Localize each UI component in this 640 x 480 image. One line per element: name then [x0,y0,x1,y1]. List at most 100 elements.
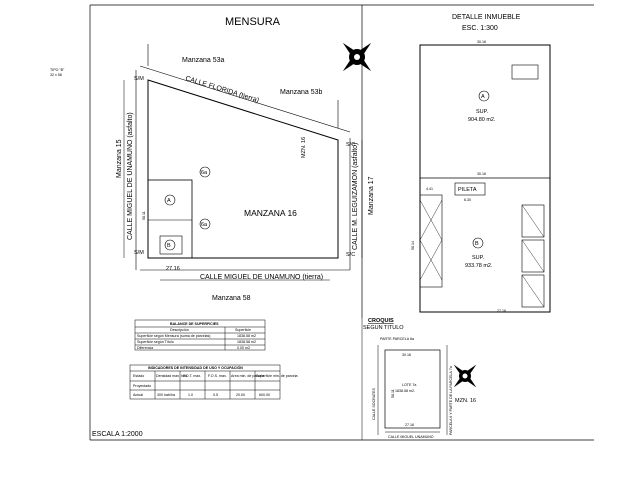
ind-r2-c0: Actual [133,393,143,397]
florida-edge [139,65,351,133]
block-58-label: Manzana 58 [212,295,251,302]
balance-r1-val: 1838.58 m2 [237,334,256,338]
indicators-title: INDICADORES DE INTENSIDAD DE USO Y OCUPA… [148,365,243,370]
street-unamuno-left: CALLE MIGUEL DE UNAMUNO (asfalto) [127,112,134,240]
block-16-label: MANZANA 16 [244,208,297,218]
hatch-r1 [521,204,545,238]
hatch-3 [419,199,443,241]
north-arrow-icon [342,42,372,72]
dim-27-16: 27.16 [166,266,180,272]
croquis-lote: LOTE 7a [402,383,416,387]
balance-head-desc: Descripción [170,328,189,332]
pileta-dims: 6.30 [464,198,471,202]
dim-58-14-detail: 58.14 [411,241,415,250]
hatch-r2 [521,239,545,273]
block-16-outline [147,79,339,259]
croquis-street-left: CALLE SOCRATES [372,388,376,420]
detail-parcel-b-circle [472,237,484,249]
balance-r3-desc: Diferencia [137,346,153,350]
parcel-a-circle [164,194,176,206]
dim-30-16-top: 30.16 [477,40,486,44]
parcel-b-building [159,235,183,255]
parcel-b-label: B [167,243,171,249]
street-unamuno-bottom: CALLE MIGUEL DE UNAMUNO (tierra) [200,274,323,281]
parcel-6a-label-top: 6a [201,170,208,176]
dim-4-41: 4.41 [426,187,433,191]
detail-title: DETALLE INMUEBLE [452,14,521,21]
indicators-table [129,364,281,400]
page-title: MENSURA [225,16,281,28]
croquis-street-bottom: CALLE MIGUEL UNAMUNO [388,435,434,439]
marker-sc-bottom: S/C [346,252,355,258]
ind-h4: Area min. de parcela [231,374,264,378]
parcel-a-outline [147,179,193,259]
hatched-right-2 [521,239,545,273]
ind-h1: Densidad max. hab. [156,374,188,378]
ind-r2-c2: 1.0 [188,393,193,397]
ind-r2-c3: 0.5 [213,393,218,397]
street-leguizamon: CALLE M. LEGUIZAMON (asfalto) [352,143,359,250]
ind-h2: F.O.T. max. [183,374,201,378]
parcel-6a-label-bottom: 6a [201,222,208,228]
croquis-title: CROQUIS [368,318,394,324]
hatch-r3 [521,274,545,308]
croquis-subtitle: SEGUN TITULO [363,325,404,331]
detail-parcel-a-circle [478,90,490,102]
ind-r1-c0: Proyectado [133,384,151,388]
mzn-18-label: MZN. 16 [301,137,307,158]
detail-area-b: 933.78 m2. [465,263,493,269]
block-53a-label: Manzana 53a [182,57,225,64]
ind-h0: Estado [133,374,144,378]
detail-sup-b: SUP. [472,255,485,261]
balance-r1-desc: Superficie según Mensura (suma de parcel… [137,334,211,338]
detail-plan [419,44,551,313]
hatched-left [419,194,443,288]
ind-h3: F.O.S. max. [208,374,227,378]
detail-area-a: 904.80 m2. [468,117,496,123]
croquis-dim-top: 30.16 [402,353,411,357]
balance-table [134,319,266,351]
croquis-parte: PARTE PARCELA 6a [380,337,414,341]
hatch-4 [419,239,443,281]
hatched-right-1 [521,204,545,238]
ind-r2-c1: 300 hab/ha [157,393,175,397]
croquis-plan [377,345,448,435]
croquis-dim-left: 58.11 [391,389,395,398]
dim-27-16-detail: 27.16 [497,309,506,313]
balance-r2-val: 1838.58 m2 [237,340,256,344]
parcel-a-label: A [167,198,171,204]
marker-sm-bottom: S/M [134,250,144,256]
detail-small-box [511,64,539,80]
balance-head-sup: Superficie [235,328,251,332]
detail-sup-a: SUP. [476,109,489,115]
ind-r2-c5: 600.00 [259,393,270,397]
hatched-right-3 [521,274,545,308]
balance-title: BALANCE DE SUPERFICIES [170,322,219,326]
croquis-north-arrow-icon [453,364,477,388]
parcel-6a-circle-bottom [199,218,211,230]
pileta-rect [454,182,486,196]
ind-h5: Superficie min. de parcela [256,374,298,378]
detail-scale: ESC. 1:300 [462,25,498,32]
croquis-lote-area: 1838.58 m2. [395,389,415,393]
street-florida: CALLE FLORIDA (tierra) [184,75,259,104]
ind-r2-c4: 20.00 [236,393,245,397]
block-17-label: Manzana 17 [368,176,375,215]
croquis-mzn-label: MZN. 16 [455,398,476,404]
main-plan [123,44,363,281]
parcel-b-circle [164,239,176,251]
balance-r2-desc: Superficie según Título [137,340,174,344]
detail-parcel-a-label: A [481,94,485,100]
block-53b-label: Manzana 53b [280,89,323,96]
tipo-size: 32 x 58 [50,73,62,77]
marker-sm-top: S/M [134,76,144,82]
block-15-label: Manzana 15 [116,139,123,178]
balance-r3-val: 0.00 m2 [237,346,250,350]
pileta-label: PILETA [458,187,477,193]
dim-58-11: 58.11 [142,211,146,220]
dim-30-16-mid: 30.16 [477,172,486,176]
croquis-dim-bottom: 27.16 [405,423,414,427]
croquis-street-right: PARCELA 6 Y PARTE DE LA PARCELA 7a [449,366,453,435]
scale-label: ESCALA 1:2000 [92,431,143,438]
tipo-label: TIPO "B" [50,68,65,72]
